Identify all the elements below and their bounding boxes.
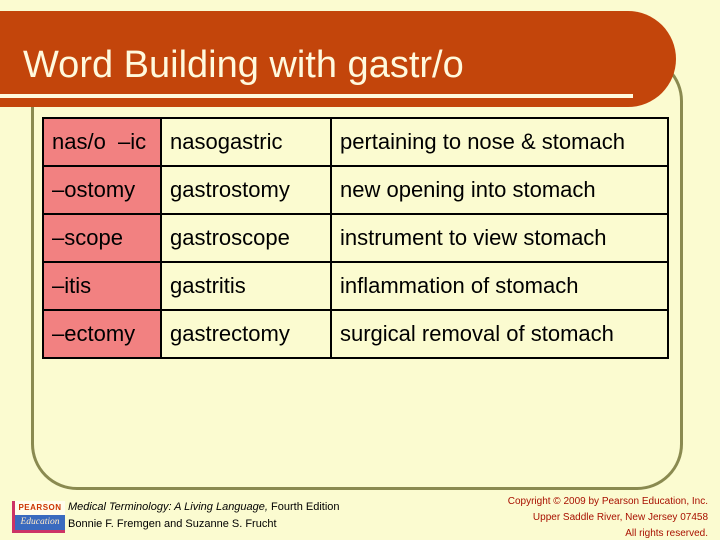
suffix-cell: –ectomy bbox=[42, 309, 162, 359]
term-cell: gastrectomy bbox=[160, 309, 332, 359]
citation-line-1: Medical Terminology: A Living Language, … bbox=[68, 499, 340, 516]
definition-cell: pertaining to nose & stomach bbox=[330, 117, 669, 167]
copyright-line-3: All rights reserved. bbox=[625, 528, 708, 539]
slide-title: Word Building with gastr/o bbox=[23, 44, 464, 86]
title-underline bbox=[0, 94, 633, 98]
table-row: –scope gastroscope instrument to view st… bbox=[42, 213, 669, 263]
suffix-cell: –itis bbox=[42, 261, 162, 311]
word-building-table: nas/o –ic nasogastric pertaining to nose… bbox=[42, 117, 669, 359]
definition-cell: inflammation of stomach bbox=[330, 261, 669, 311]
definition-cell: surgical removal of stomach bbox=[330, 309, 669, 359]
pearson-logo-inner: PEARSON Education bbox=[15, 501, 65, 530]
term-cell: nasogastric bbox=[160, 117, 332, 167]
table-row: nas/o –ic nasogastric pertaining to nose… bbox=[42, 117, 669, 167]
definition-cell: instrument to view stomach bbox=[330, 213, 669, 263]
table-row: –ectomy gastrectomy surgical removal of … bbox=[42, 309, 669, 359]
suffix-cell: –ostomy bbox=[42, 165, 162, 215]
copyright-line-1: Copyright © 2009 by Pearson Education, I… bbox=[507, 496, 708, 507]
pearson-logo-education: Education bbox=[15, 514, 65, 530]
term-cell: gastrostomy bbox=[160, 165, 332, 215]
suffix-cell: nas/o –ic bbox=[42, 117, 162, 167]
pearson-education-logo: PEARSON Education bbox=[12, 501, 65, 533]
copyright-line-2: Upper Saddle River, New Jersey 07458 bbox=[532, 512, 708, 523]
table-row: –ostomy gastrostomy new opening into sto… bbox=[42, 165, 669, 215]
term-cell: gastroscope bbox=[160, 213, 332, 263]
pearson-logo-wordmark: PEARSON bbox=[15, 501, 65, 515]
copyright-notice: Copyright © 2009 by Pearson Education, I… bbox=[508, 494, 708, 540]
term-cell: gastritis bbox=[160, 261, 332, 311]
book-citation: Medical Terminology: A Living Language, … bbox=[68, 499, 340, 533]
citation-edition: Fourth Edition bbox=[267, 501, 340, 513]
title-banner: Word Building with gastr/o bbox=[0, 11, 676, 107]
citation-book-title: Medical Terminology: A Living Language, bbox=[68, 501, 268, 513]
citation-line-2: Bonnie F. Fremgen and Suzanne S. Frucht bbox=[68, 518, 277, 530]
suffix-cell: –scope bbox=[42, 213, 162, 263]
definition-cell: new opening into stomach bbox=[330, 165, 669, 215]
table-row: –itis gastritis inflammation of stomach bbox=[42, 261, 669, 311]
